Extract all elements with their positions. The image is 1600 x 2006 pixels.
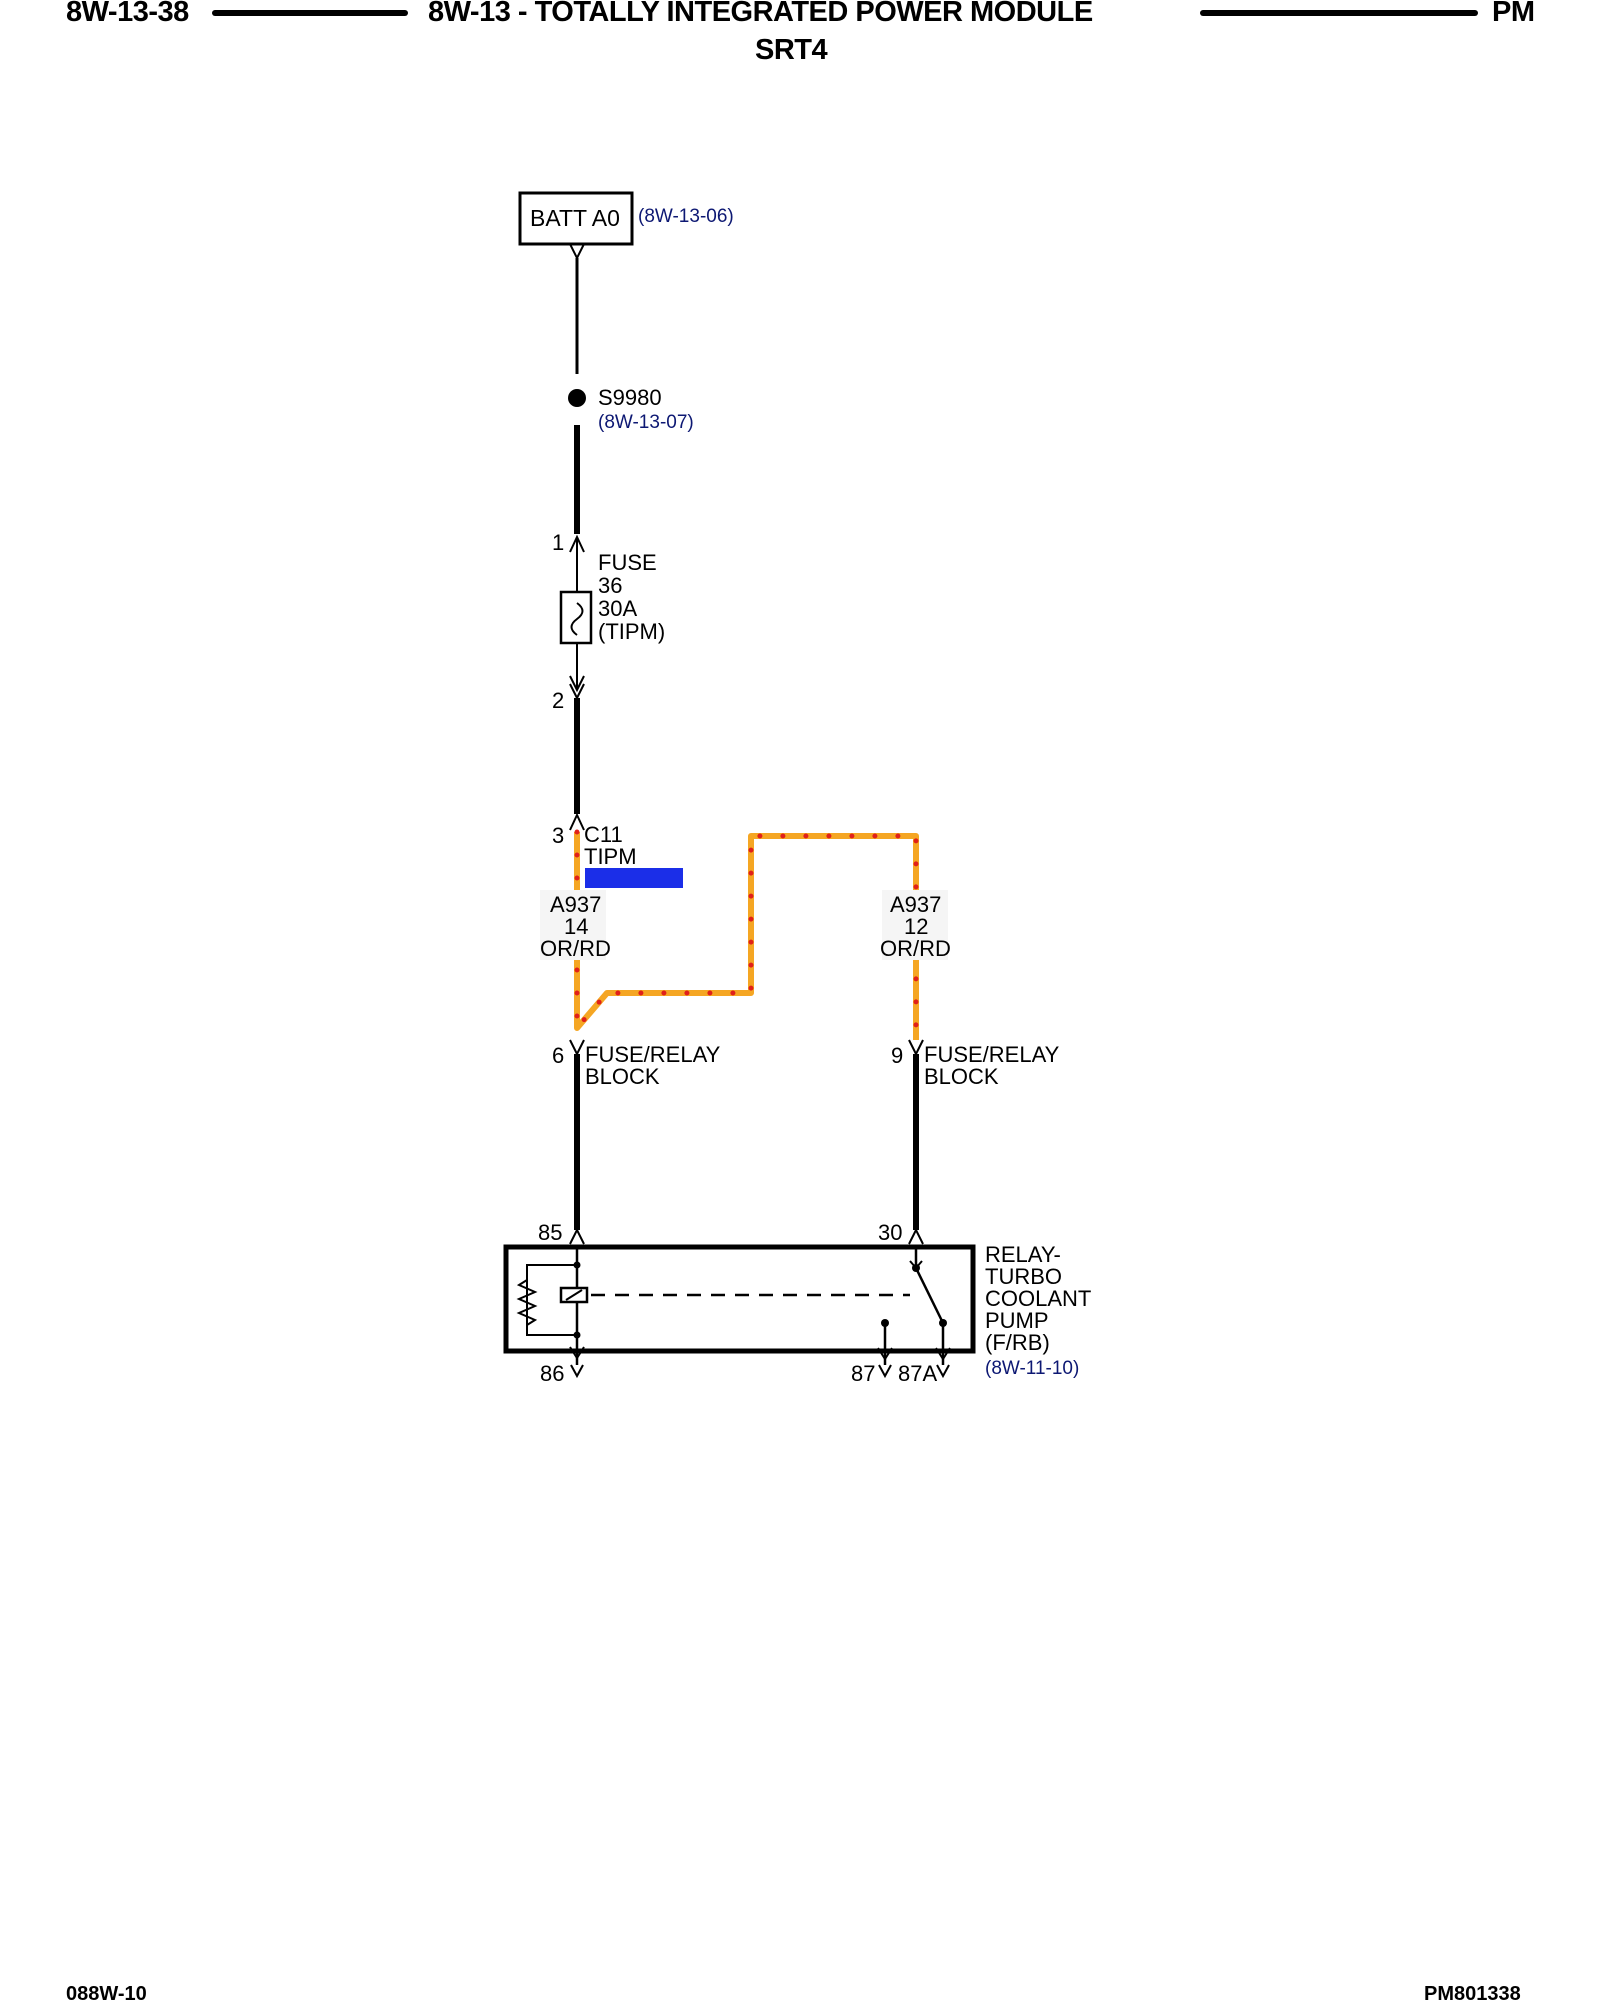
relay-box <box>503 1244 976 1354</box>
fuse-label-2: 36 <box>598 573 622 598</box>
relay-label-1: RELAY- <box>985 1242 1061 1267</box>
fuse-pin-in: 1 <box>552 530 564 555</box>
resistor-icon <box>516 1279 538 1326</box>
relay-ref-link[interactable]: (8W-11-10) <box>985 1358 1079 1379</box>
frb-right-arrow-icon <box>908 1039 924 1057</box>
wire-left-circuit: A937 <box>550 892 601 917</box>
frb-right-label-1: FUSE/RELAY <box>924 1042 1060 1067</box>
relay-pin-85-arrow-icon <box>569 1227 585 1245</box>
c11-name: TIPM <box>584 844 637 869</box>
relay-pin-87a: 87A <box>898 1361 937 1386</box>
relay-pin-30: 30 <box>878 1220 902 1245</box>
footer-left: 088W-10 <box>66 1983 147 2005</box>
splice-id: S9980 <box>598 385 662 410</box>
relay-pin-87: 87 <box>851 1361 875 1386</box>
relay-label-2: TURBO <box>985 1264 1062 1289</box>
wire-left-gauge: 14 <box>564 914 588 939</box>
relay-label-3: COOLANT <box>985 1286 1091 1311</box>
frb-right-pin: 9 <box>891 1043 903 1068</box>
frb-left-label-2: BLOCK <box>585 1064 660 1089</box>
relay-pin-87a-arrow-icon <box>936 1364 950 1379</box>
batt-arrow-icon <box>569 243 585 261</box>
frb-left-arrow-icon <box>569 1039 585 1057</box>
fuse-pin-out: 2 <box>552 688 564 713</box>
c11-id: C11 <box>584 822 623 847</box>
frb-left-label-1: FUSE/RELAY <box>585 1042 721 1067</box>
relay-pin-85: 85 <box>538 1220 562 1245</box>
batt-label: BATT A0 <box>530 205 620 231</box>
page-subtitle: SRT4 <box>755 34 828 66</box>
c11-arrow-icon <box>569 812 585 831</box>
fuse-36: 1 FUSE 36 30A (TIPM) 2 <box>552 530 665 713</box>
relay-pin-86-arrow-icon <box>570 1364 584 1379</box>
page-number-left: 8W-13-38 <box>66 0 189 28</box>
batt-ref-link[interactable]: (8W-13-06) <box>638 206 734 227</box>
highlighted-wire-a937 <box>574 829 919 1043</box>
wire-right-color: OR/RD <box>880 936 951 961</box>
relay-label-4: PUMP <box>985 1308 1049 1333</box>
page-title: 8W-13 - TOTALLY INTEGRATED POWER MODULE <box>428 0 1093 28</box>
wire-right-gauge: 12 <box>904 914 928 939</box>
c11-pin: 3 <box>552 823 564 848</box>
relay-pin-87-arrow-icon <box>878 1364 892 1379</box>
page-section-right: PM <box>1492 0 1535 28</box>
wire-right-circuit: A937 <box>890 892 941 917</box>
fuse-label-1: FUSE <box>598 550 657 575</box>
splice-ref-link[interactable]: (8W-13-07) <box>598 412 694 433</box>
relay-pin-30-arrow-icon <box>908 1227 924 1245</box>
wire-left-color: OR/RD <box>540 936 611 961</box>
header-rule-left <box>212 10 408 16</box>
relay-turbo-coolant-pump: 85 30 86 87 87A REL <box>503 1220 1091 1386</box>
redaction-box <box>585 868 683 888</box>
splice-dot-icon <box>568 389 586 407</box>
batt-source: BATT A0 (8W-13-06) <box>518 191 734 261</box>
relay-pin-86: 86 <box>540 1361 564 1386</box>
fuse-label-4: (TIPM) <box>598 619 665 644</box>
frb-right-label-2: BLOCK <box>924 1064 999 1089</box>
header-rule-right <box>1200 10 1478 16</box>
fuse-icon <box>559 590 593 645</box>
frb-left-pin: 6 <box>552 1043 564 1068</box>
relay-label-5: (F/RB) <box>985 1330 1050 1355</box>
relay-switch-contact-icon <box>914 1267 945 1324</box>
fuse-label-3: 30A <box>598 596 637 621</box>
footer-right: PM801338 <box>1424 1983 1521 2005</box>
